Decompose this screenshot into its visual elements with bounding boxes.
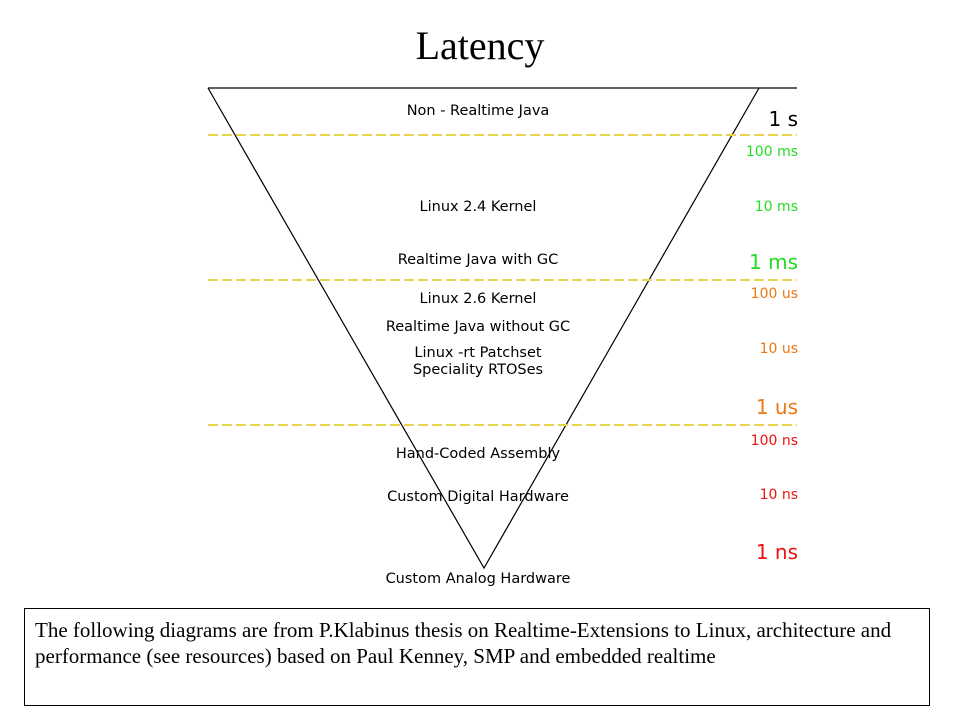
label-linux-rt-patchset: Linux -rt Patchset xyxy=(414,345,542,361)
label-custom-analog-hardware: Custom Analog Hardware xyxy=(385,571,571,587)
scale-1-ns: 1 ns xyxy=(755,540,798,564)
scale-100-us: 100 us xyxy=(750,286,798,302)
label-hand-coded-assembly: Hand-Coded Assembly xyxy=(395,446,561,462)
scale-10-ns: 10 ns xyxy=(759,487,798,503)
label-realtime-java-gc: Realtime Java with GC xyxy=(397,252,559,268)
label-linux-24-kernel: Linux 2.4 Kernel xyxy=(419,199,537,215)
label-realtime-java-no-gc: Realtime Java without GC xyxy=(385,319,571,335)
scale-1-s: 1 s xyxy=(768,107,798,131)
caption-box: The following diagrams are from P.Klabin… xyxy=(24,608,930,706)
triangle-outline xyxy=(207,87,760,570)
page-title: Latency xyxy=(415,23,545,68)
label-non-realtime-java: Non - Realtime Java xyxy=(406,103,550,119)
scale-100-ms: 100 ms xyxy=(745,144,798,160)
scale-10-us: 10 us xyxy=(759,341,798,357)
scale-10-ms: 10 ms xyxy=(754,199,798,215)
scale-1-ms: 1 ms xyxy=(749,250,798,274)
label-linux-26-kernel: Linux 2.6 Kernel xyxy=(419,291,537,307)
scale-1-us: 1 us xyxy=(755,395,798,419)
label-custom-digital-hardware: Custom Digital Hardware xyxy=(387,489,569,505)
scale-100-ns: 100 ns xyxy=(750,433,798,449)
label-speciality-rtoses: Speciality RTOSes xyxy=(412,362,544,378)
